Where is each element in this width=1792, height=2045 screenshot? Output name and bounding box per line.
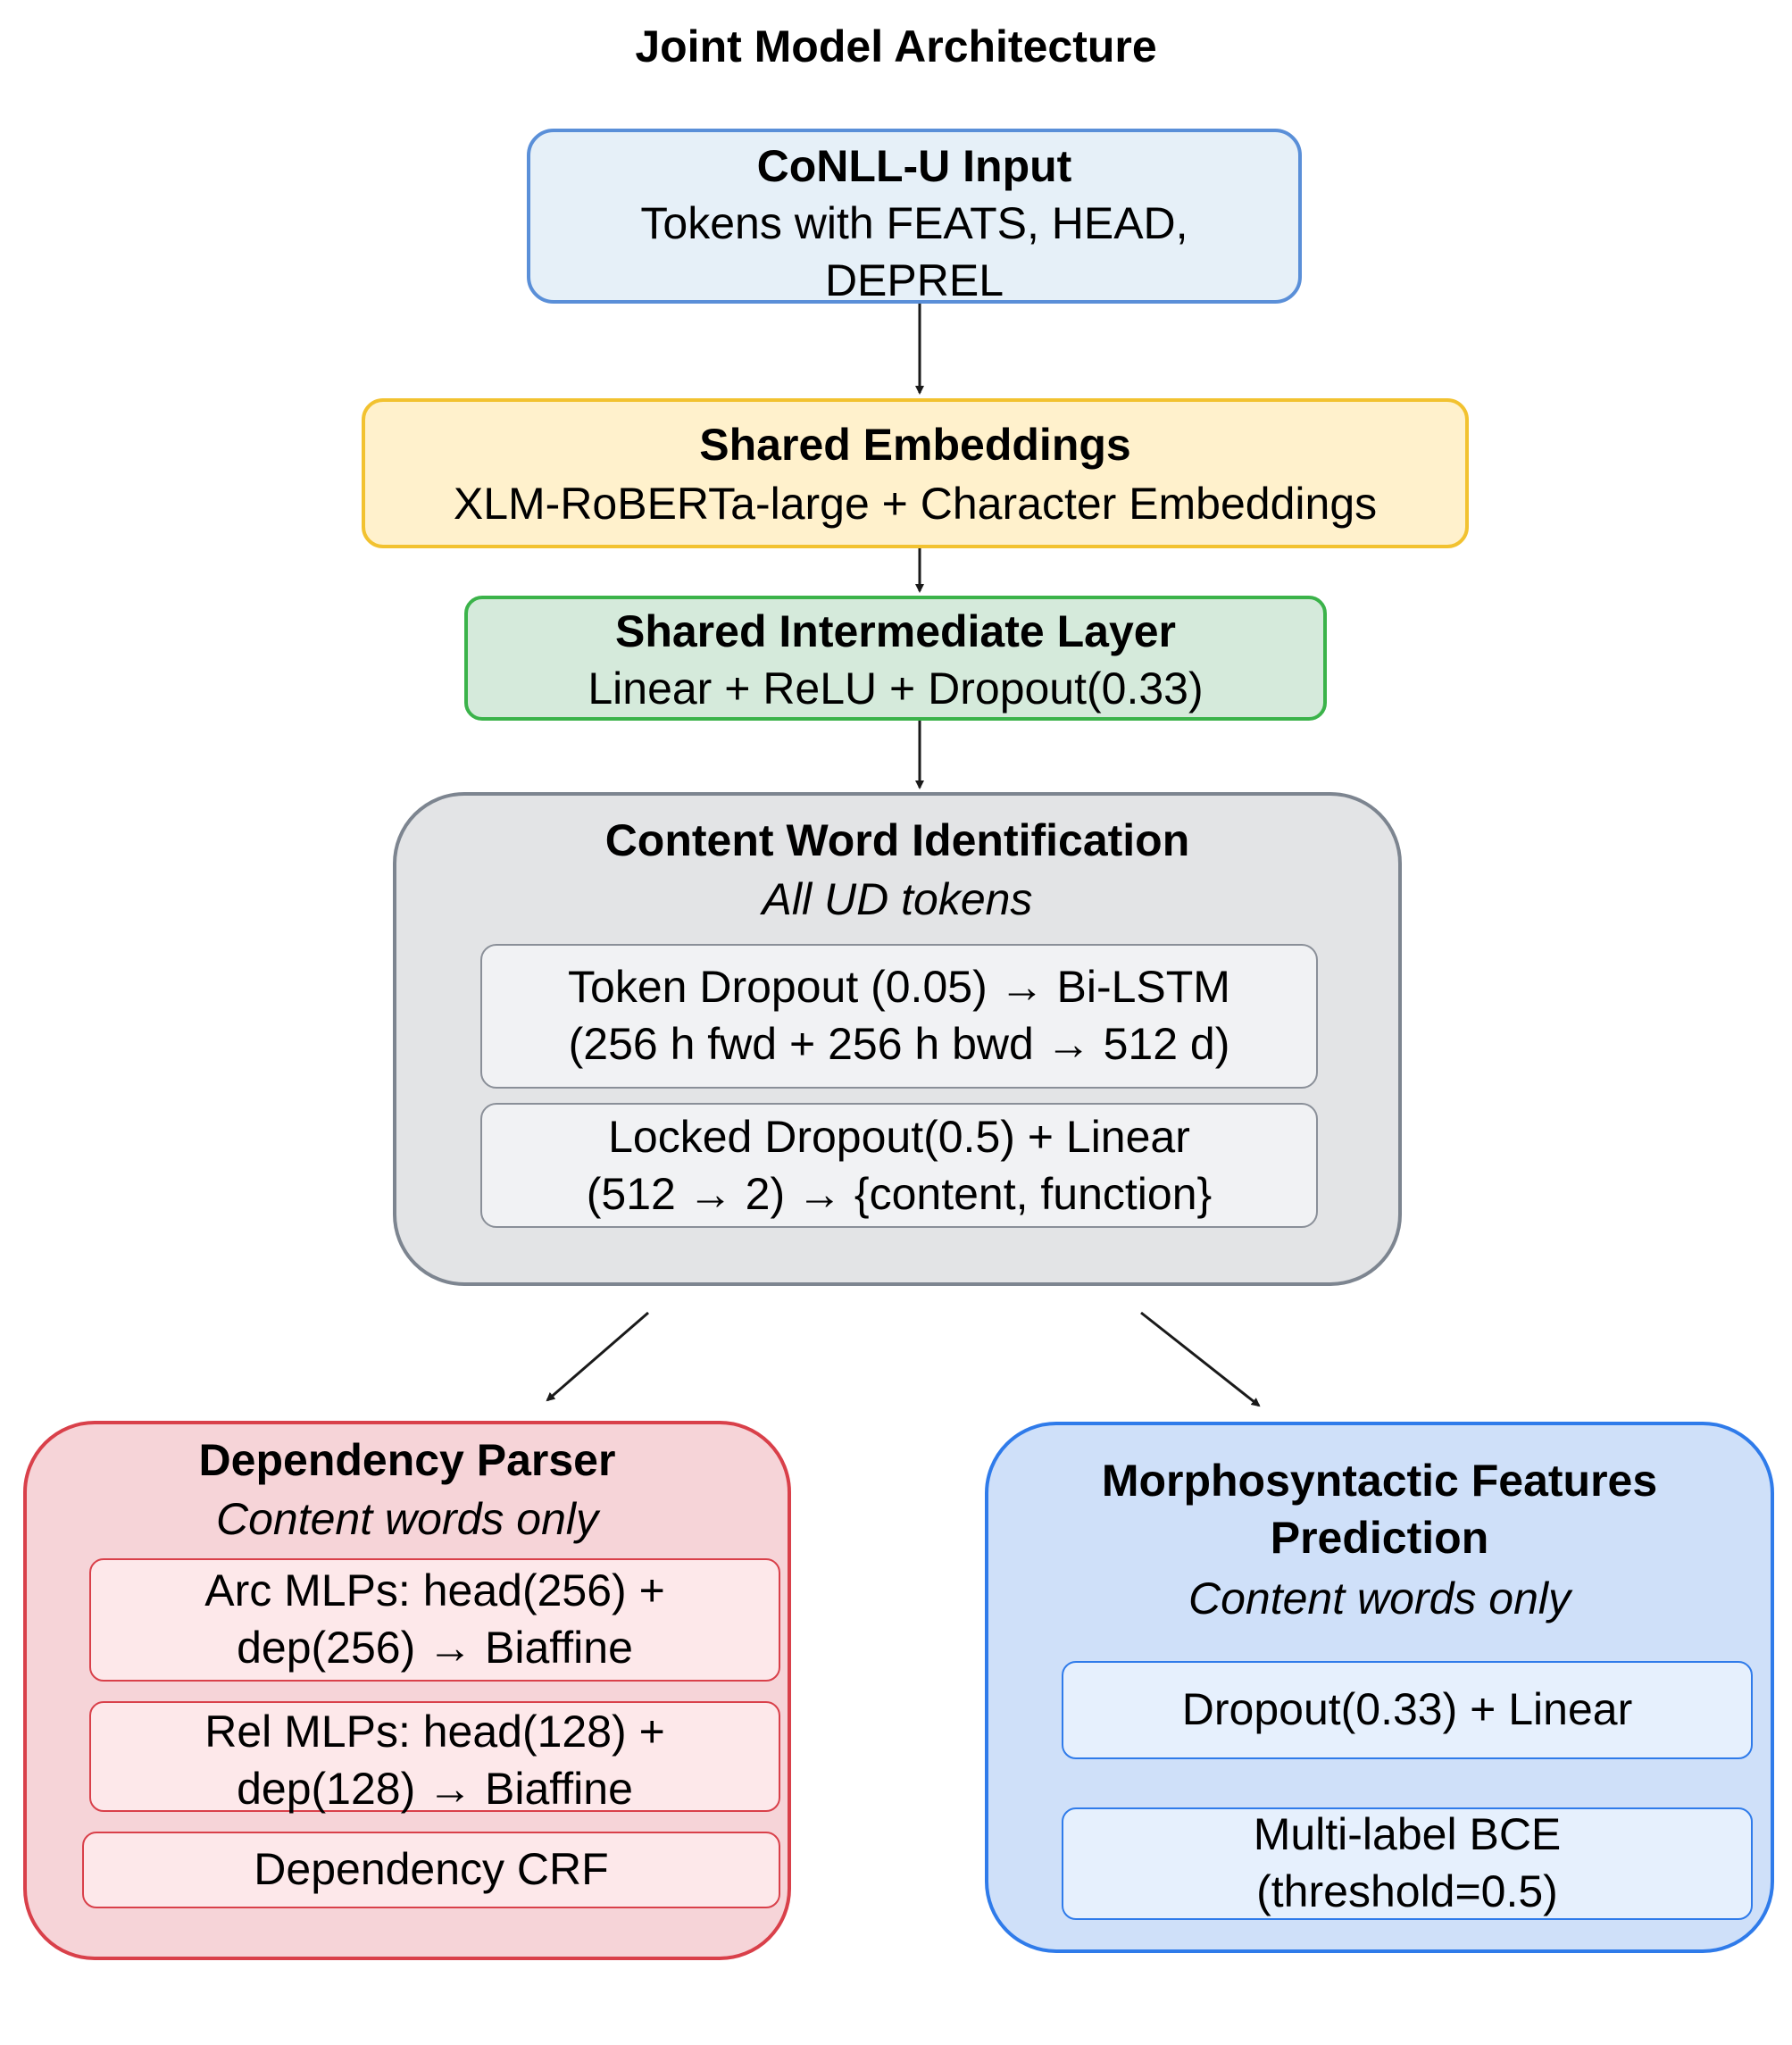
morph-bce-step: Multi-label BCE (threshold=0.5)	[1062, 1807, 1753, 1920]
morph-node: Morphosyntactic Features Prediction Cont…	[985, 1422, 1774, 1953]
morph-linear-step-text: Dropout(0.33) + Linear	[1181, 1684, 1633, 1734]
bilstm-step-text: Token Dropout (0.05) → Bi-LSTM (256 h fw…	[568, 962, 1230, 1069]
arc-mlp-step: Arc MLPs: head(256) + dep(256) → Biaffin…	[89, 1558, 780, 1682]
content-word-node-subtitle: All UD tokens	[762, 874, 1033, 924]
bilstm-step: Token Dropout (0.05) → Bi-LSTM (256 h fw…	[480, 944, 1318, 1089]
morph-node-subtitle: Content words only	[1188, 1573, 1571, 1623]
input-node-title: CoNLL-U Input	[756, 141, 1072, 191]
morph-linear-step: Dropout(0.33) + Linear	[1062, 1661, 1753, 1759]
rel-mlp-step-text: Rel MLPs: head(128) + dep(128) → Biaffin…	[204, 1707, 665, 1814]
morph-node-title: Morphosyntactic Features Prediction	[1101, 1456, 1658, 1563]
diagram-title: Joint Model Architecture	[635, 21, 1157, 71]
content-word-node: Content Word Identification All UD token…	[393, 792, 1402, 1286]
input-node: CoNLL-U Input Tokens with FEATS, HEAD, D…	[527, 129, 1302, 305]
morph-bce-step-text: Multi-label BCE (threshold=0.5)	[1253, 1809, 1562, 1916]
parser-node-title: Dependency Parser	[198, 1435, 616, 1485]
content-word-node-title: Content Word Identification	[604, 815, 1190, 865]
crf-step: Dependency CRF	[82, 1832, 780, 1908]
input-node-text: Tokens with FEATS, HEAD, DEPREL	[640, 198, 1188, 305]
arrow-content-word-to-morph	[1140, 1311, 1261, 1407]
parser-node: Dependency Parser Content words only Arc…	[23, 1421, 791, 1960]
embeddings-node-text: XLM-RoBERTa-large + Character Embeddings	[453, 479, 1378, 529]
arrow-content-word-to-parser	[546, 1311, 649, 1402]
parser-node-subtitle: Content words only	[215, 1494, 598, 1544]
embeddings-node-title: Shared Embeddings	[699, 420, 1131, 470]
arc-mlp-step-text: Arc MLPs: head(256) + dep(256) → Biaffin…	[204, 1565, 665, 1673]
embeddings-node: Shared Embeddings XLM-RoBERTa-large + Ch…	[362, 398, 1469, 548]
crf-step-text: Dependency CRF	[254, 1844, 609, 1894]
intermediate-node: Shared Intermediate Layer Linear + ReLU …	[464, 596, 1327, 721]
classifier-step-text: Locked Dropout(0.5) + Linear (512 → 2) →…	[586, 1112, 1213, 1219]
rel-mlp-step: Rel MLPs: head(128) + dep(128) → Biaffin…	[89, 1701, 780, 1814]
classifier-step: Locked Dropout(0.5) + Linear (512 → 2) →…	[480, 1103, 1318, 1228]
intermediate-node-title: Shared Intermediate Layer	[614, 606, 1177, 656]
intermediate-node-text: Linear + ReLU + Dropout(0.33)	[588, 664, 1204, 714]
